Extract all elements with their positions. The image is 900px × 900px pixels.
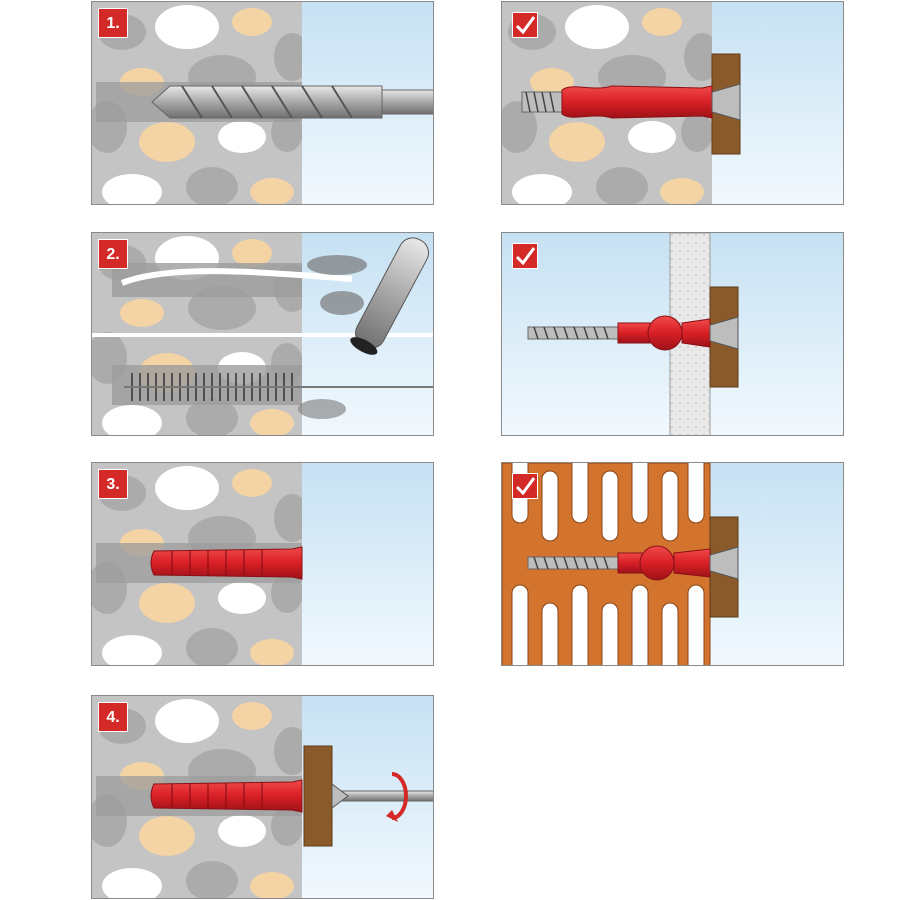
step-badge: 2. <box>98 239 128 269</box>
step-4-screw-panel: 4. <box>91 695 434 899</box>
clean-illustration <box>92 233 433 435</box>
insert-plug-illustration <box>92 463 433 665</box>
screw-in-illustration <box>92 696 433 898</box>
solid-masonry-illustration <box>502 2 843 204</box>
step-badge: 3. <box>98 469 128 499</box>
result-solid-panel <box>501 1 844 205</box>
step-1-drill-panel: 1. <box>91 1 434 205</box>
result-perforated-brick-panel <box>501 462 844 666</box>
checkmark-icon <box>512 243 538 269</box>
thin-wall-illustration <box>502 233 843 435</box>
checkmark-icon <box>512 12 538 38</box>
checkmark-icon <box>512 473 538 499</box>
drill-illustration <box>92 2 433 204</box>
perforated-brick-illustration <box>502 463 843 665</box>
step-badge: 4. <box>98 702 128 732</box>
result-thin-wall-panel <box>501 232 844 436</box>
step-2-clean-panel: 2. <box>91 232 434 436</box>
step-3-insert-panel: 3. <box>91 462 434 666</box>
step-badge: 1. <box>98 8 128 38</box>
